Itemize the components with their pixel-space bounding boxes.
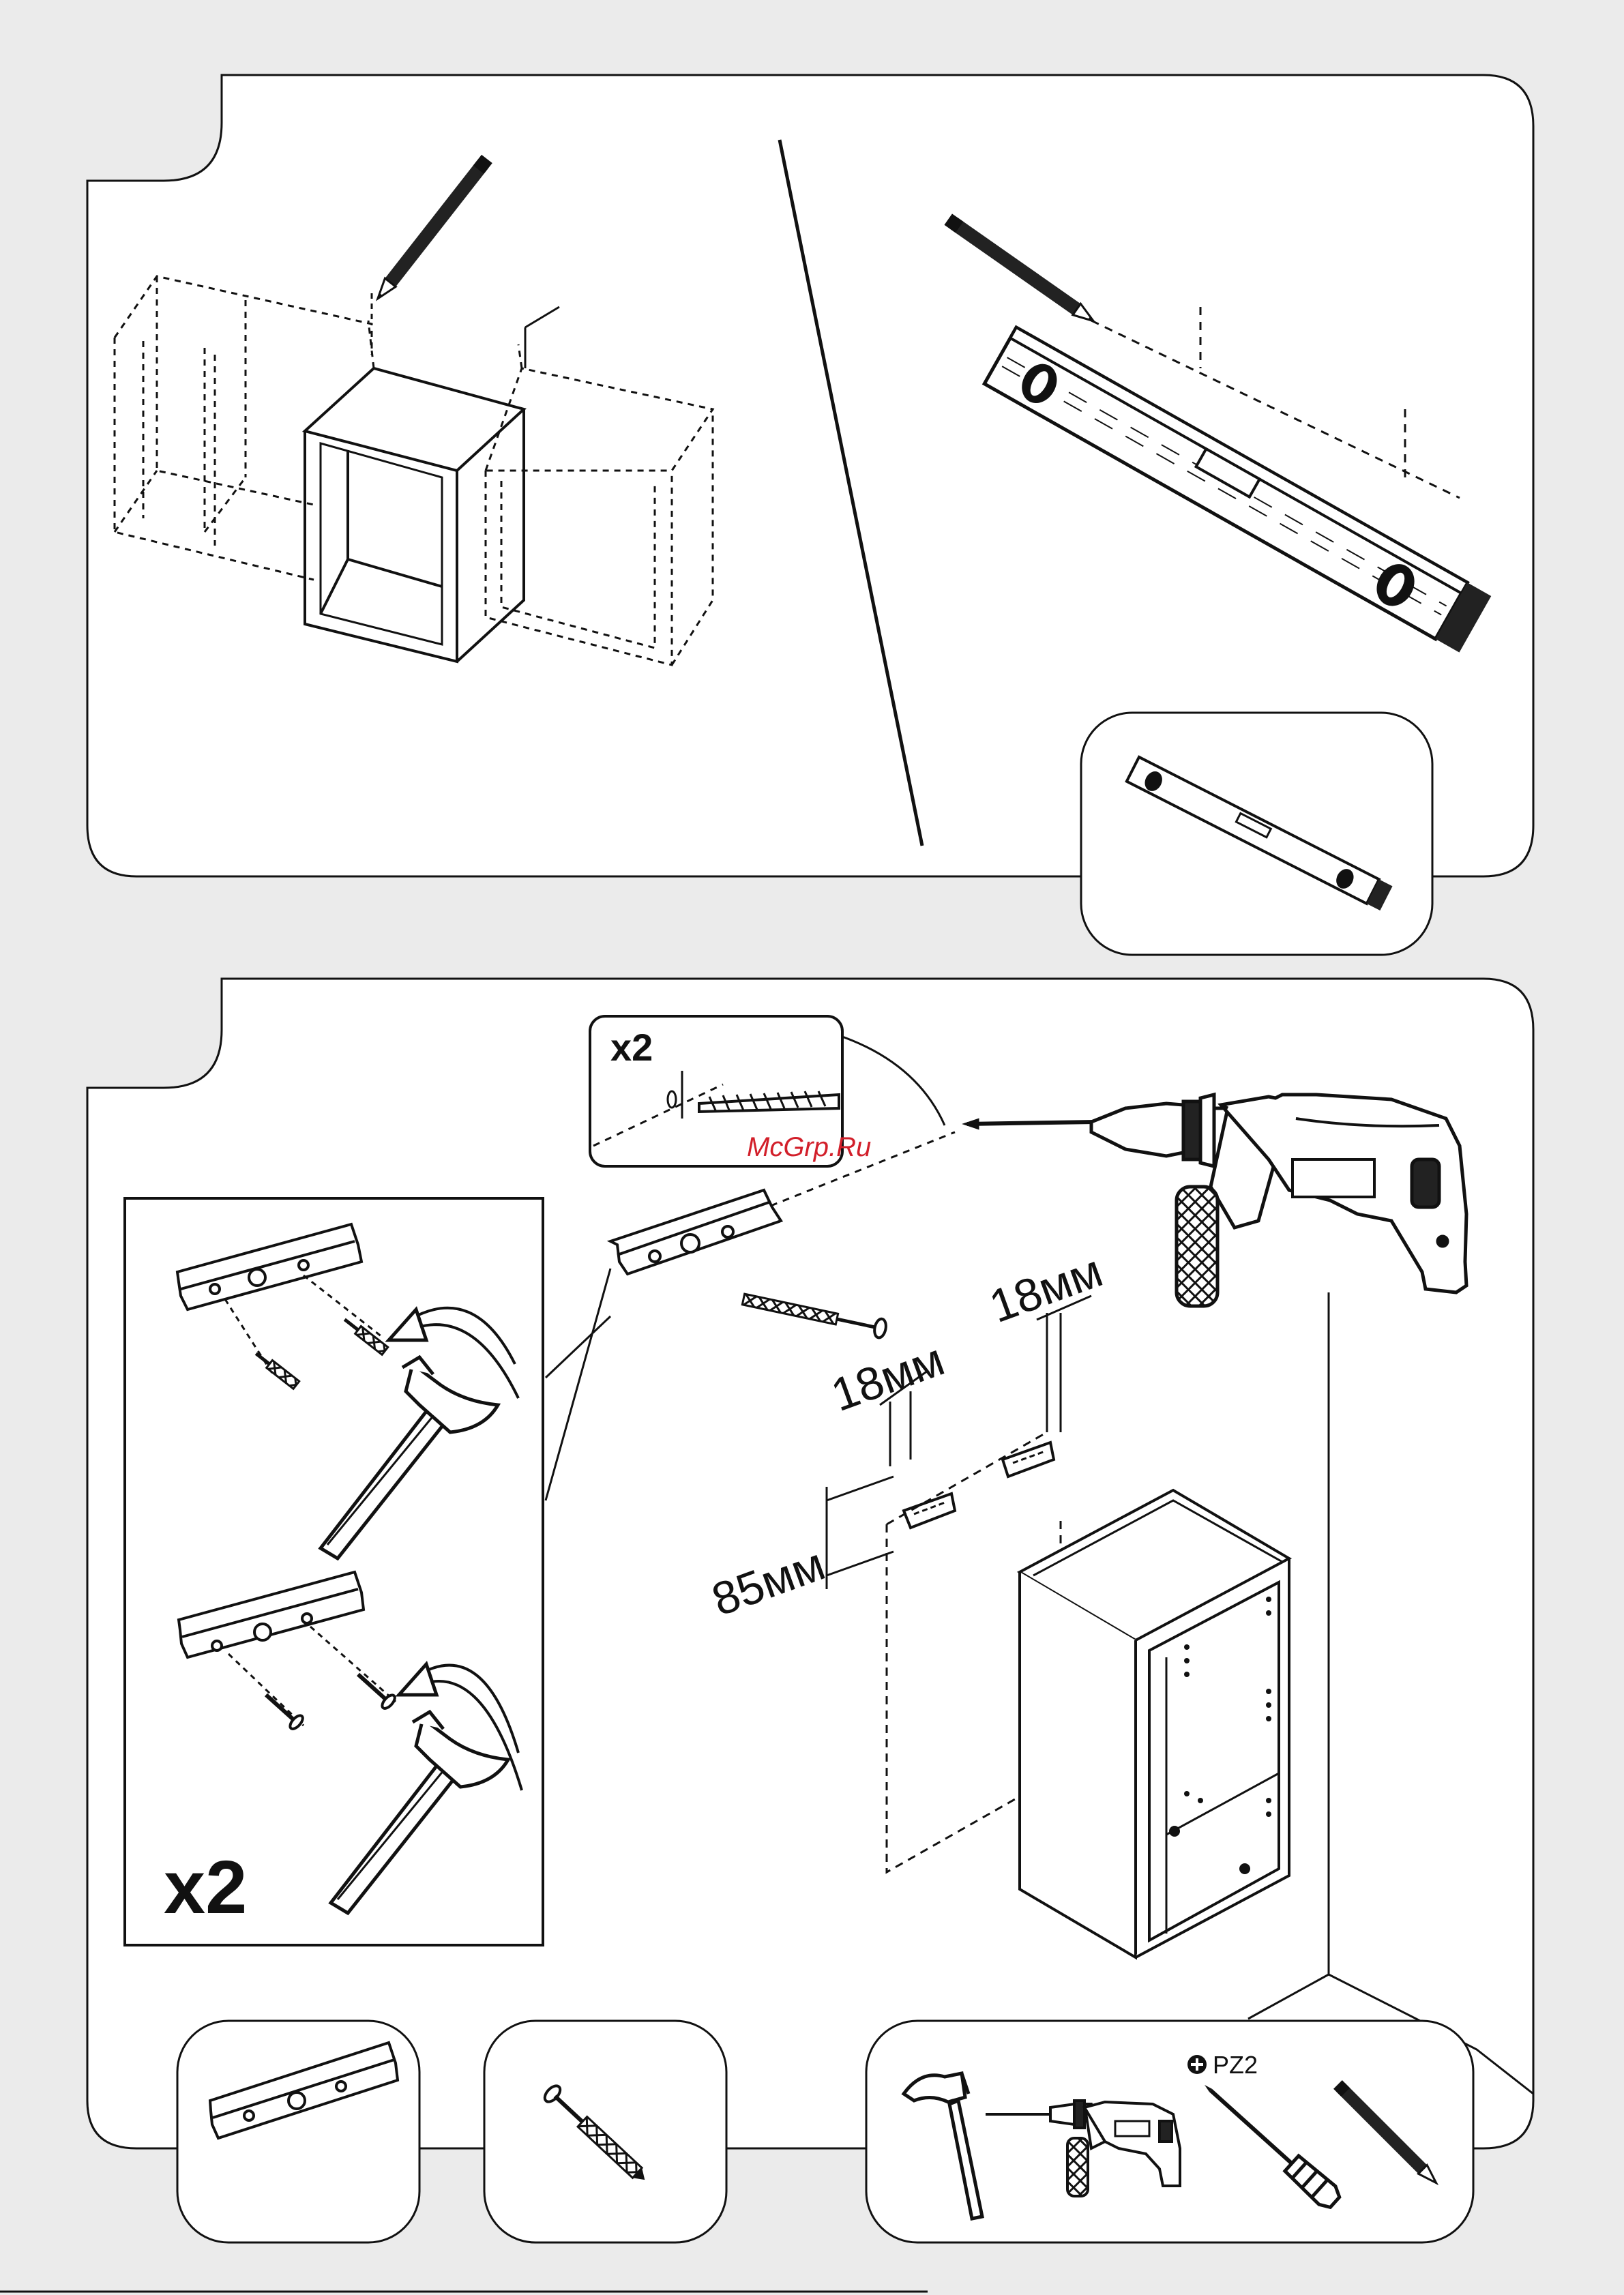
wall-cabinet [1020,1490,1289,1957]
component-box-wall-plug [484,2021,726,2242]
drill-detail-count: x2 [610,1026,653,1069]
panel-top-mark-position [87,75,1533,955]
phillips-icon [1187,2055,1207,2074]
screwdriver-label: PZ2 [1213,2051,1258,2079]
hammer-inset-count: x2 [164,1846,247,1929]
watermark-text: McGrp.Ru [747,1132,871,1162]
panel-bottom-mount-rails: x2 McGrp.Ru [87,979,1533,2242]
